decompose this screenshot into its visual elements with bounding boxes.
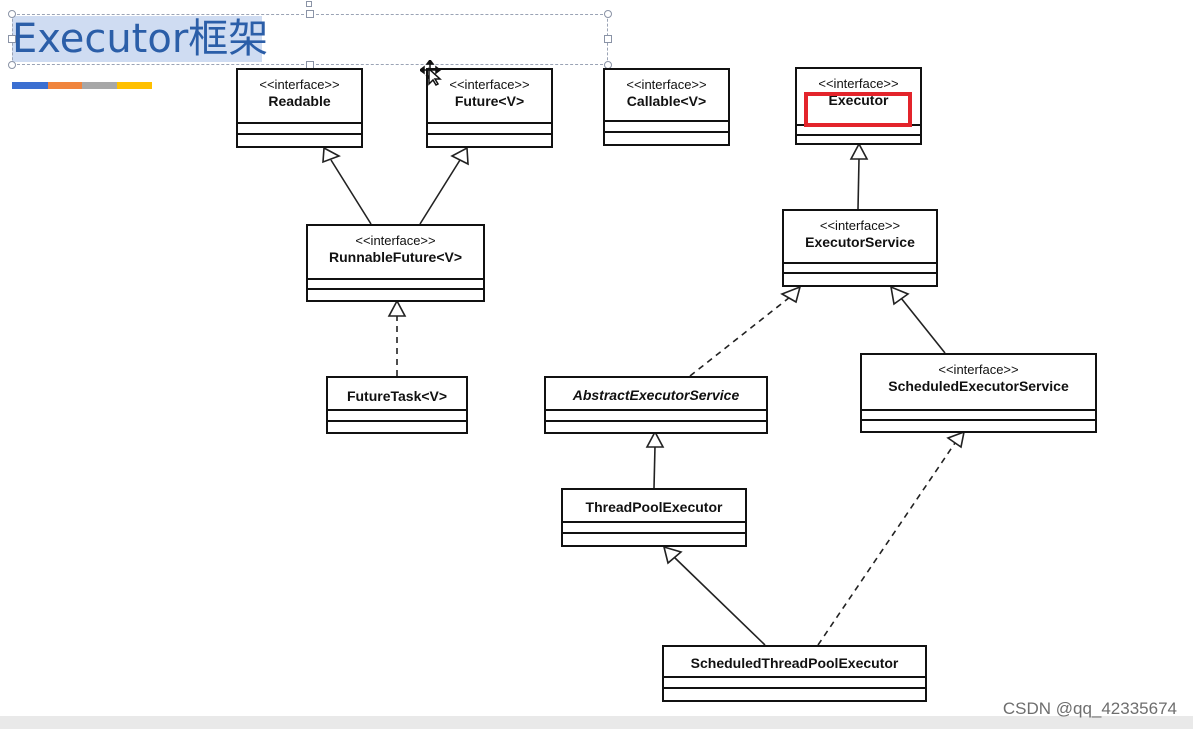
uml-future[interactable]: <<interface>>Future<V> bbox=[426, 68, 553, 148]
stereotype-label: <<interface>> bbox=[449, 77, 530, 92]
uml-abstract-executor-service[interactable]: AbstractExecutorService bbox=[544, 376, 768, 434]
class-name-thread-pool-executor: ThreadPoolExecutor bbox=[585, 499, 723, 515]
class-name-scheduled-executor-service: ScheduledExecutorService bbox=[888, 378, 1069, 394]
resize-handle-top-mid[interactable] bbox=[306, 10, 314, 18]
class-name-scheduled-thread-pool-executor: ScheduledThreadPoolExecutor bbox=[690, 655, 899, 671]
edge-threadpool-abstract bbox=[653, 445, 656, 489]
uml-scheduled-thread-pool-executor[interactable]: ScheduledThreadPoolExecutor bbox=[662, 645, 927, 702]
arrowhead-executorservice-right bbox=[889, 285, 910, 306]
arrowhead-executorservice-left bbox=[780, 285, 802, 304]
class-name-executor: Executor bbox=[828, 92, 889, 108]
arrowhead-future bbox=[450, 146, 469, 166]
class-name-callable: Callable<V> bbox=[626, 93, 707, 109]
edge-executorservice-executor bbox=[857, 158, 860, 210]
slide-title[interactable]: Executor框架 bbox=[12, 16, 269, 62]
resize-handle-mid-right[interactable] bbox=[604, 35, 612, 43]
resize-handle-top-left[interactable] bbox=[8, 10, 16, 18]
arrowhead-scheduled bbox=[946, 430, 966, 449]
accent-bar-blue bbox=[12, 82, 48, 89]
accent-bar-yellow bbox=[117, 82, 152, 89]
uml-thread-pool-executor[interactable]: ThreadPoolExecutor bbox=[561, 488, 747, 547]
uml-runnable-future[interactable]: <<interface>>RunnableFuture<V> bbox=[306, 224, 485, 302]
stereotype-label: <<interface>> bbox=[626, 77, 707, 92]
class-name-readable: Readable bbox=[268, 93, 331, 109]
bottom-strip bbox=[0, 716, 1193, 729]
resize-handle-mid-left[interactable] bbox=[8, 35, 16, 43]
class-name-executor-service: ExecutorService bbox=[805, 234, 915, 250]
class-name-abstract-executor-service: AbstractExecutorService bbox=[572, 387, 740, 403]
uml-readable[interactable]: <<interface>>Readable bbox=[236, 68, 363, 148]
edge-runnablefuture-future bbox=[419, 159, 461, 225]
edge-abstract-executorservice bbox=[689, 296, 791, 377]
accent-bar-orange bbox=[48, 82, 82, 89]
uml-scheduled-executor-service[interactable]: <<interface>>ScheduledExecutorService bbox=[860, 353, 1097, 433]
executor-highlight-frame bbox=[804, 92, 912, 127]
watermark: CSDN @qq_42335674 bbox=[1002, 699, 1177, 718]
stereotype-label: <<interface>> bbox=[818, 76, 899, 91]
uml-executor[interactable]: <<interface>>Executor bbox=[795, 67, 922, 145]
move-cursor-icon bbox=[420, 60, 442, 86]
resize-handle-bottom-left[interactable] bbox=[8, 61, 16, 69]
resize-handle-top-right[interactable] bbox=[604, 10, 612, 18]
class-name-future-task: FutureTask<V> bbox=[346, 388, 448, 404]
arrowhead-abstract bbox=[645, 430, 665, 448]
uml-callable[interactable]: <<interface>>Callable<V> bbox=[603, 68, 730, 146]
stereotype-label: <<interface>> bbox=[819, 218, 901, 233]
stereotype-label: <<interface>> bbox=[259, 77, 340, 92]
title-highlight bbox=[12, 16, 262, 62]
edge-runnablefuture-readable bbox=[330, 159, 372, 225]
uml-future-task[interactable]: FutureTask<V> bbox=[326, 376, 468, 434]
stereotype-label: <<interface>> bbox=[938, 362, 1019, 377]
class-name-future: Future<V> bbox=[454, 93, 525, 109]
edge-scheduled-executorservice bbox=[900, 297, 946, 354]
arrowhead-runnablefuture bbox=[387, 299, 407, 317]
accent-bar-gray bbox=[82, 82, 117, 89]
stereotype-label: <<interface>> bbox=[355, 233, 436, 248]
edge-stpe-threadpool bbox=[673, 556, 766, 646]
edge-stpe-scheduled bbox=[817, 442, 956, 646]
arrowhead-executor bbox=[849, 142, 869, 160]
arrowhead-readable bbox=[322, 146, 341, 164]
resize-handle-top-extra[interactable] bbox=[306, 1, 312, 7]
class-name-runnable-future: RunnableFuture<V> bbox=[328, 249, 463, 265]
arrowhead-threadpool bbox=[662, 545, 683, 565]
uml-executor-service[interactable]: <<interface>>ExecutorService bbox=[782, 209, 938, 287]
